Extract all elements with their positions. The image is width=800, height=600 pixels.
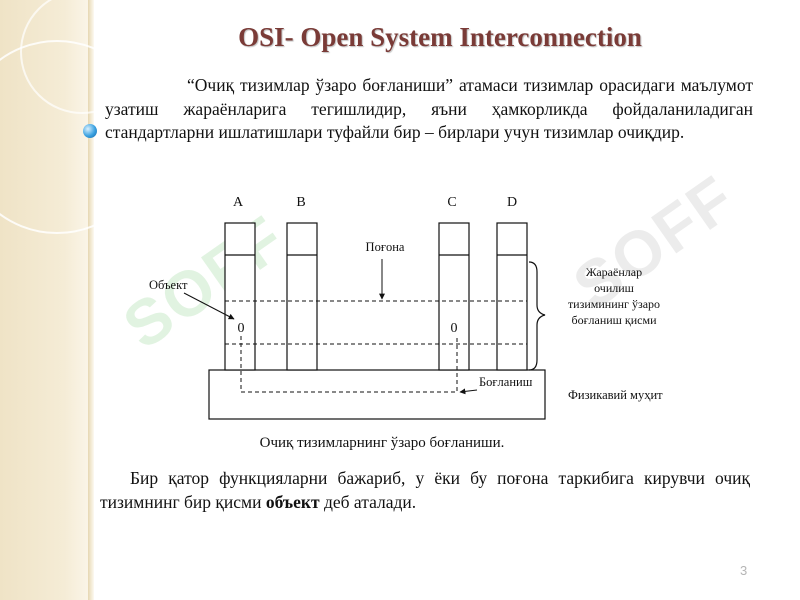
decorative-circle-small <box>20 0 144 114</box>
intro-paragraph: “Очиқ тизимлар ўзаро боғланиши” атамаси … <box>105 75 753 142</box>
system-column-b <box>286 222 318 371</box>
outro-text-end: деб аталади. <box>319 491 417 512</box>
outro-bold-term: объект <box>265 491 320 512</box>
curly-brace <box>528 261 546 371</box>
diagram-caption: Очиқ тизимларнинг ўзаро боғланиши. <box>260 435 505 451</box>
left-band-edge <box>88 0 94 600</box>
brace-label-line-4: боғланиш қисми <box>571 313 657 327</box>
object-arrow <box>183 292 235 320</box>
blue-orb-bullet-icon <box>83 124 97 138</box>
brace-label-line-2: очилиш <box>594 281 635 295</box>
object-label: Объект <box>149 278 188 292</box>
outro-text-start: Бир қатор функцияларни бажариб, у ёки бу… <box>100 468 750 512</box>
object-symbol-c: 0 <box>451 321 458 336</box>
system-column-d <box>496 222 528 371</box>
page-number: 3 <box>740 563 748 578</box>
slide-title: OSI- Open System Interconnection <box>238 22 642 52</box>
system-column-c <box>438 222 470 371</box>
system-label-c: C <box>447 195 456 210</box>
layer-label: Поғона <box>366 240 405 254</box>
object-symbol-a: 0 <box>238 321 245 336</box>
system-label-d: D <box>507 195 517 210</box>
brace-label-line-3: тизимининг ўзаро <box>568 297 660 311</box>
outro-paragraph: Бир қатор функцияларни бажариб, у ёки бу… <box>100 467 750 514</box>
physical-medium-box <box>208 369 546 420</box>
brace-label-line-1: Жараёнлар <box>586 265 642 279</box>
connection-dashed-path <box>240 336 458 393</box>
system-column-a <box>224 222 256 371</box>
system-label-b: B <box>296 195 305 210</box>
connection-label: Боғланиш <box>479 375 533 389</box>
connection-arrow <box>459 388 478 395</box>
physical-medium-label: Физикавий муҳит <box>568 388 663 402</box>
system-label-a: A <box>233 195 244 210</box>
